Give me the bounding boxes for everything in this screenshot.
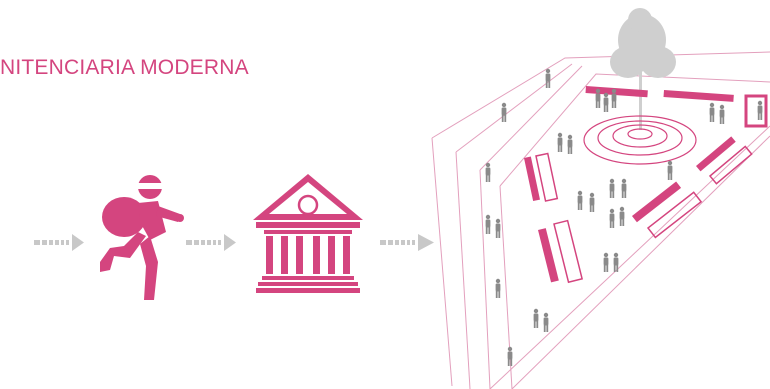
- person-icon: [485, 68, 763, 366]
- plaza-outline: [431, 51, 770, 389]
- tree-icon: [610, 8, 676, 130]
- fountain-rings: [583, 115, 697, 165]
- bench-icon: [538, 219, 584, 284]
- bench-icon: [696, 136, 753, 185]
- arrow-right-icon: [186, 234, 236, 251]
- bench-icon: [632, 181, 703, 239]
- bench-icon: [585, 86, 768, 128]
- bench-icon: [524, 152, 559, 202]
- arrow-right-icon: [34, 234, 84, 251]
- page-title: NITENCIARIA MODERNA: [0, 56, 249, 79]
- institution-building-icon: [253, 174, 363, 293]
- thief-icon: [100, 175, 184, 300]
- arrow-right-icon: [380, 234, 434, 251]
